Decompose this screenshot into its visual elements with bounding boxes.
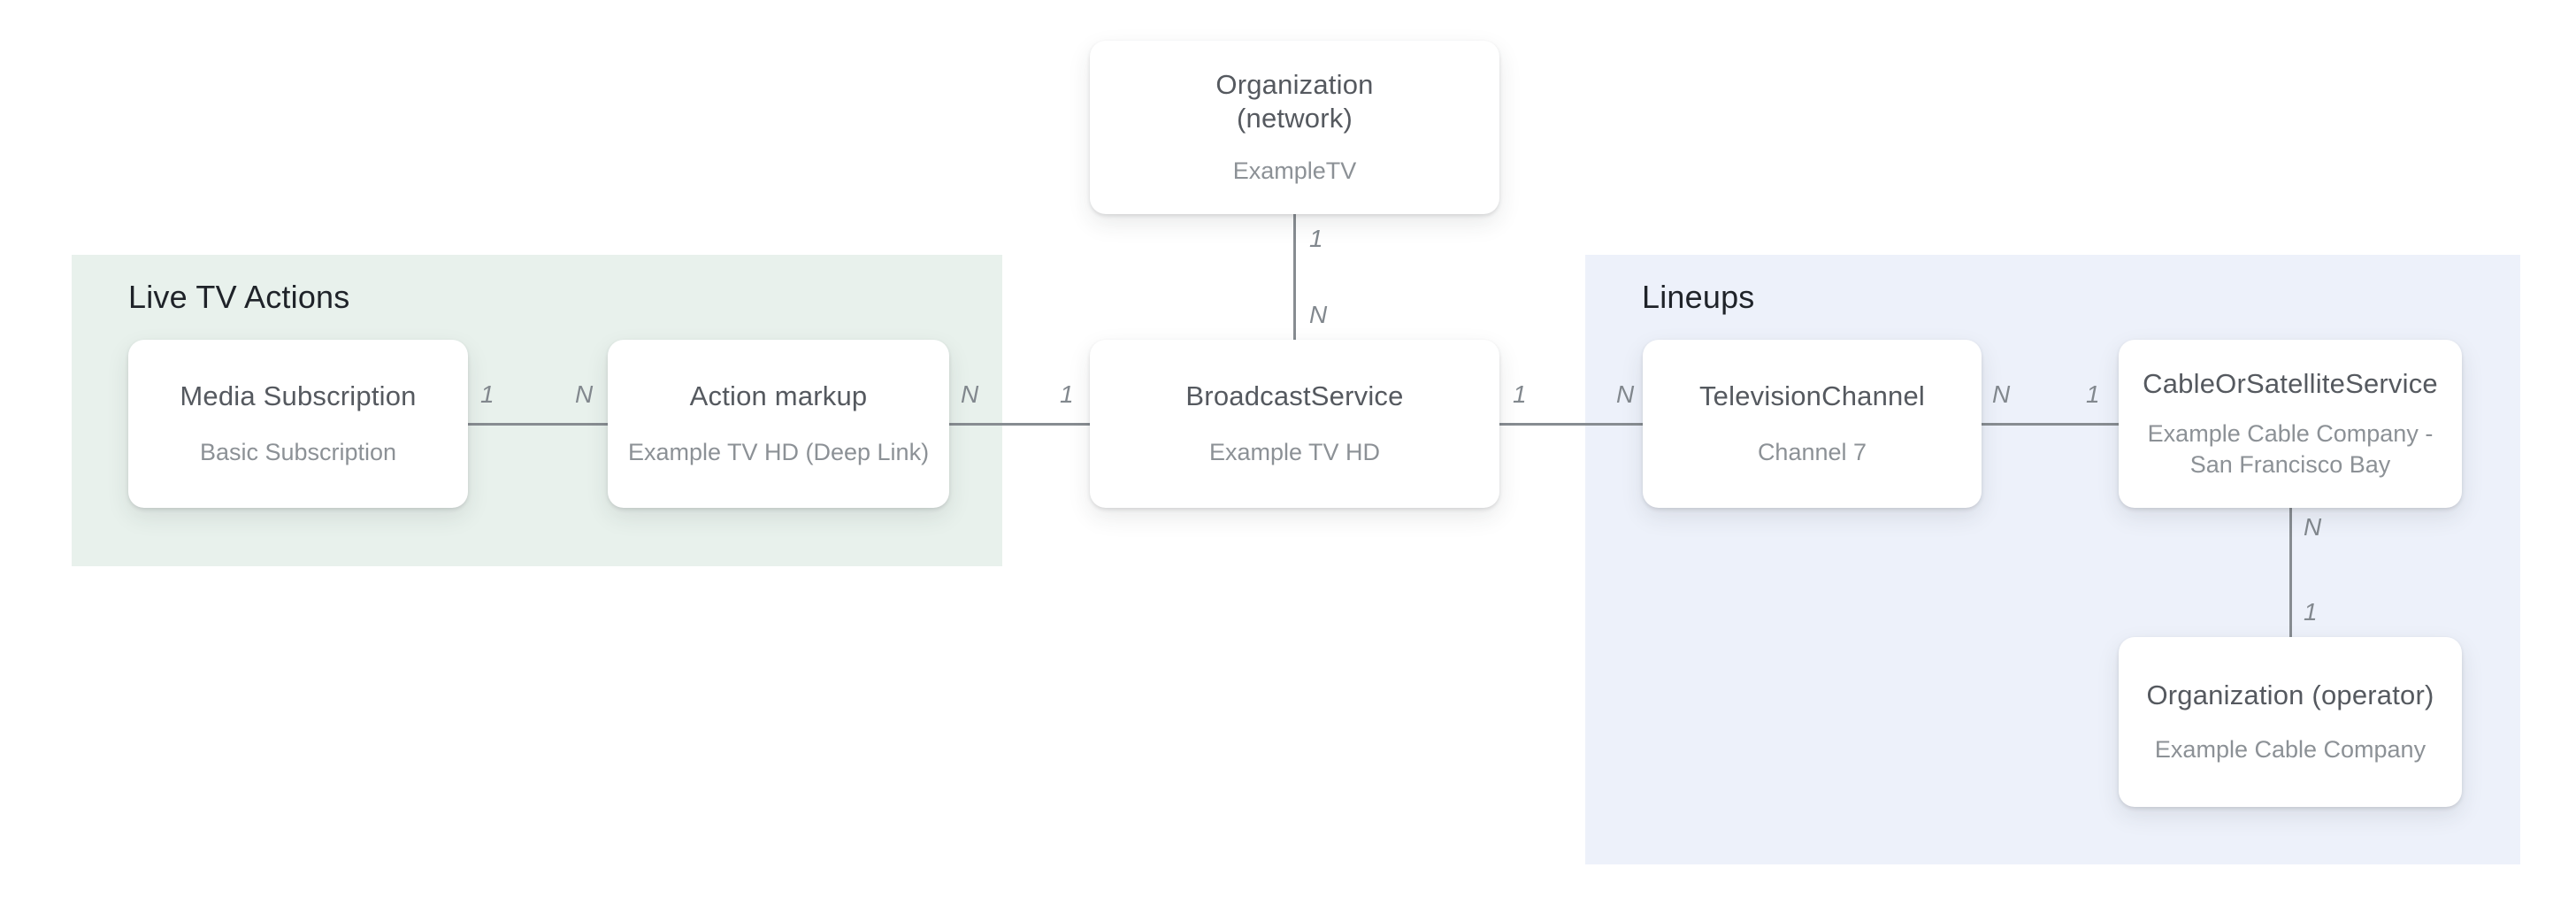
node-action-markup: Action markup Example TV HD (Deep Link) bbox=[608, 340, 949, 508]
node-cable-or-satellite-service: CableOrSatelliteService Example Cable Co… bbox=[2119, 340, 2462, 508]
node-subtitle: Example TV HD (Deep Link) bbox=[627, 438, 930, 465]
connector-action-to-broadcast bbox=[949, 423, 1091, 426]
node-media-subscription: Media Subscription Basic Subscription bbox=[128, 340, 468, 508]
node-title: Media Subscription bbox=[180, 380, 417, 412]
connector-broadcast-to-channel bbox=[1499, 423, 1644, 426]
node-title: CableOrSatelliteService bbox=[2143, 367, 2438, 399]
cardinality-label: 1 bbox=[1060, 380, 1074, 408]
cardinality-label: N bbox=[1616, 380, 1635, 408]
cardinality-label: 1 bbox=[1309, 225, 1323, 252]
cardinality-label: 1 bbox=[2086, 380, 2100, 408]
cardinality-label: 1 bbox=[1513, 380, 1527, 408]
node-broadcast-service: BroadcastService Example TV HD bbox=[1090, 340, 1499, 508]
cardinality-label: N bbox=[575, 380, 594, 408]
node-title: TelevisionChannel bbox=[1698, 380, 1925, 412]
node-title: BroadcastService bbox=[1185, 380, 1404, 412]
connector-channel-to-cable bbox=[1982, 423, 2120, 426]
node-organization-network: Organization (network) ExampleTV bbox=[1090, 41, 1499, 214]
node-television-channel: TelevisionChannel Channel 7 bbox=[1643, 340, 1982, 508]
node-title: Organization (network) bbox=[1215, 68, 1374, 134]
node-subtitle: Example TV HD bbox=[1208, 438, 1381, 465]
node-subtitle: Channel 7 bbox=[1757, 438, 1867, 465]
cardinality-label: N bbox=[2304, 513, 2322, 541]
cardinality-label: 1 bbox=[2304, 598, 2318, 626]
cardinality-label: N bbox=[1992, 380, 2011, 408]
connector-network-to-broadcast bbox=[1293, 214, 1296, 340]
node-title: Action markup bbox=[689, 380, 868, 412]
node-subtitle: Example Cable Company bbox=[2154, 735, 2426, 763]
cardinality-label: 1 bbox=[480, 380, 494, 408]
group-live-tv-actions-title: Live TV Actions bbox=[128, 279, 350, 315]
cardinality-label: N bbox=[1309, 301, 1328, 328]
node-subtitle: Basic Subscription bbox=[199, 438, 397, 465]
connector-cable-to-operator bbox=[2289, 508, 2292, 637]
connector-media-to-action bbox=[467, 423, 609, 426]
node-title: Organization (operator) bbox=[2146, 680, 2434, 711]
cardinality-label: N bbox=[961, 380, 979, 408]
node-organization-operator: Organization (operator) Example Cable Co… bbox=[2119, 637, 2462, 807]
group-lineups-title: Lineups bbox=[1642, 279, 1755, 315]
node-subtitle: ExampleTV bbox=[1232, 157, 1357, 185]
node-subtitle: Example Cable Company - San Francisco Ba… bbox=[2147, 420, 2434, 479]
